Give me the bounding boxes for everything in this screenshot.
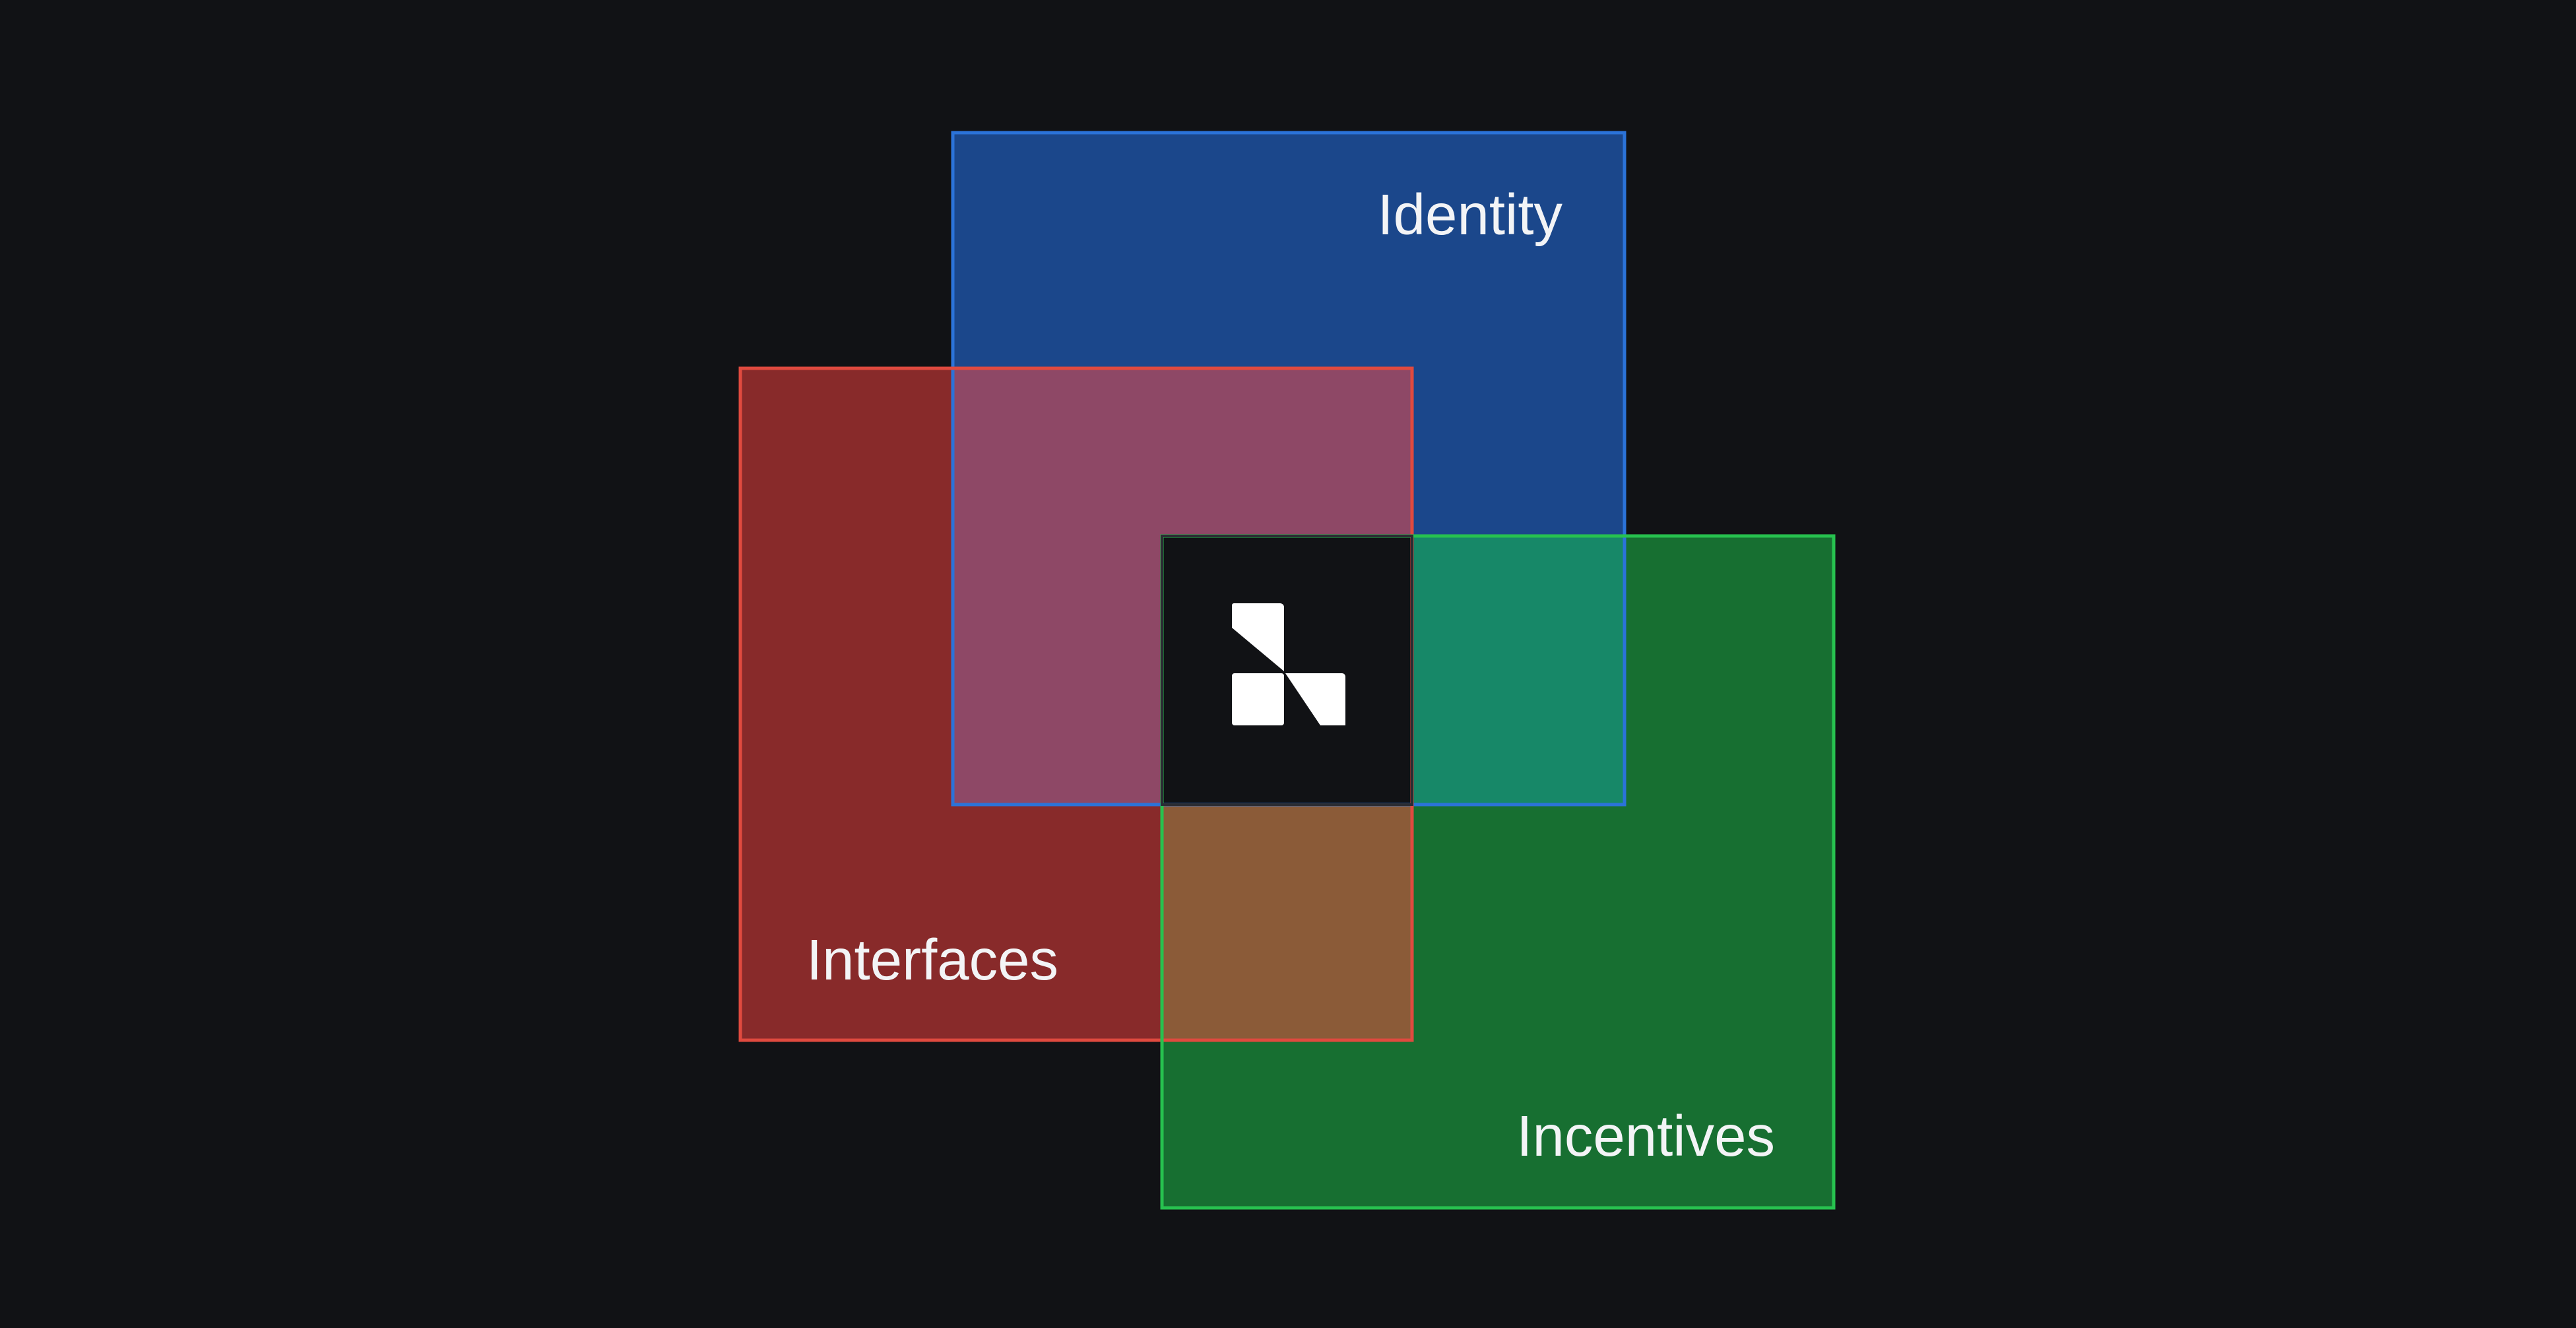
center-outline xyxy=(1161,535,1413,806)
identity-label: Identity xyxy=(1378,183,1563,247)
logo-icon xyxy=(1232,603,1345,725)
interfaces-label: Interfaces xyxy=(806,928,1058,992)
center-overlap xyxy=(1162,536,1412,805)
incentives-label: Incentives xyxy=(1516,1104,1775,1168)
incentives-outline xyxy=(1160,534,1836,1210)
